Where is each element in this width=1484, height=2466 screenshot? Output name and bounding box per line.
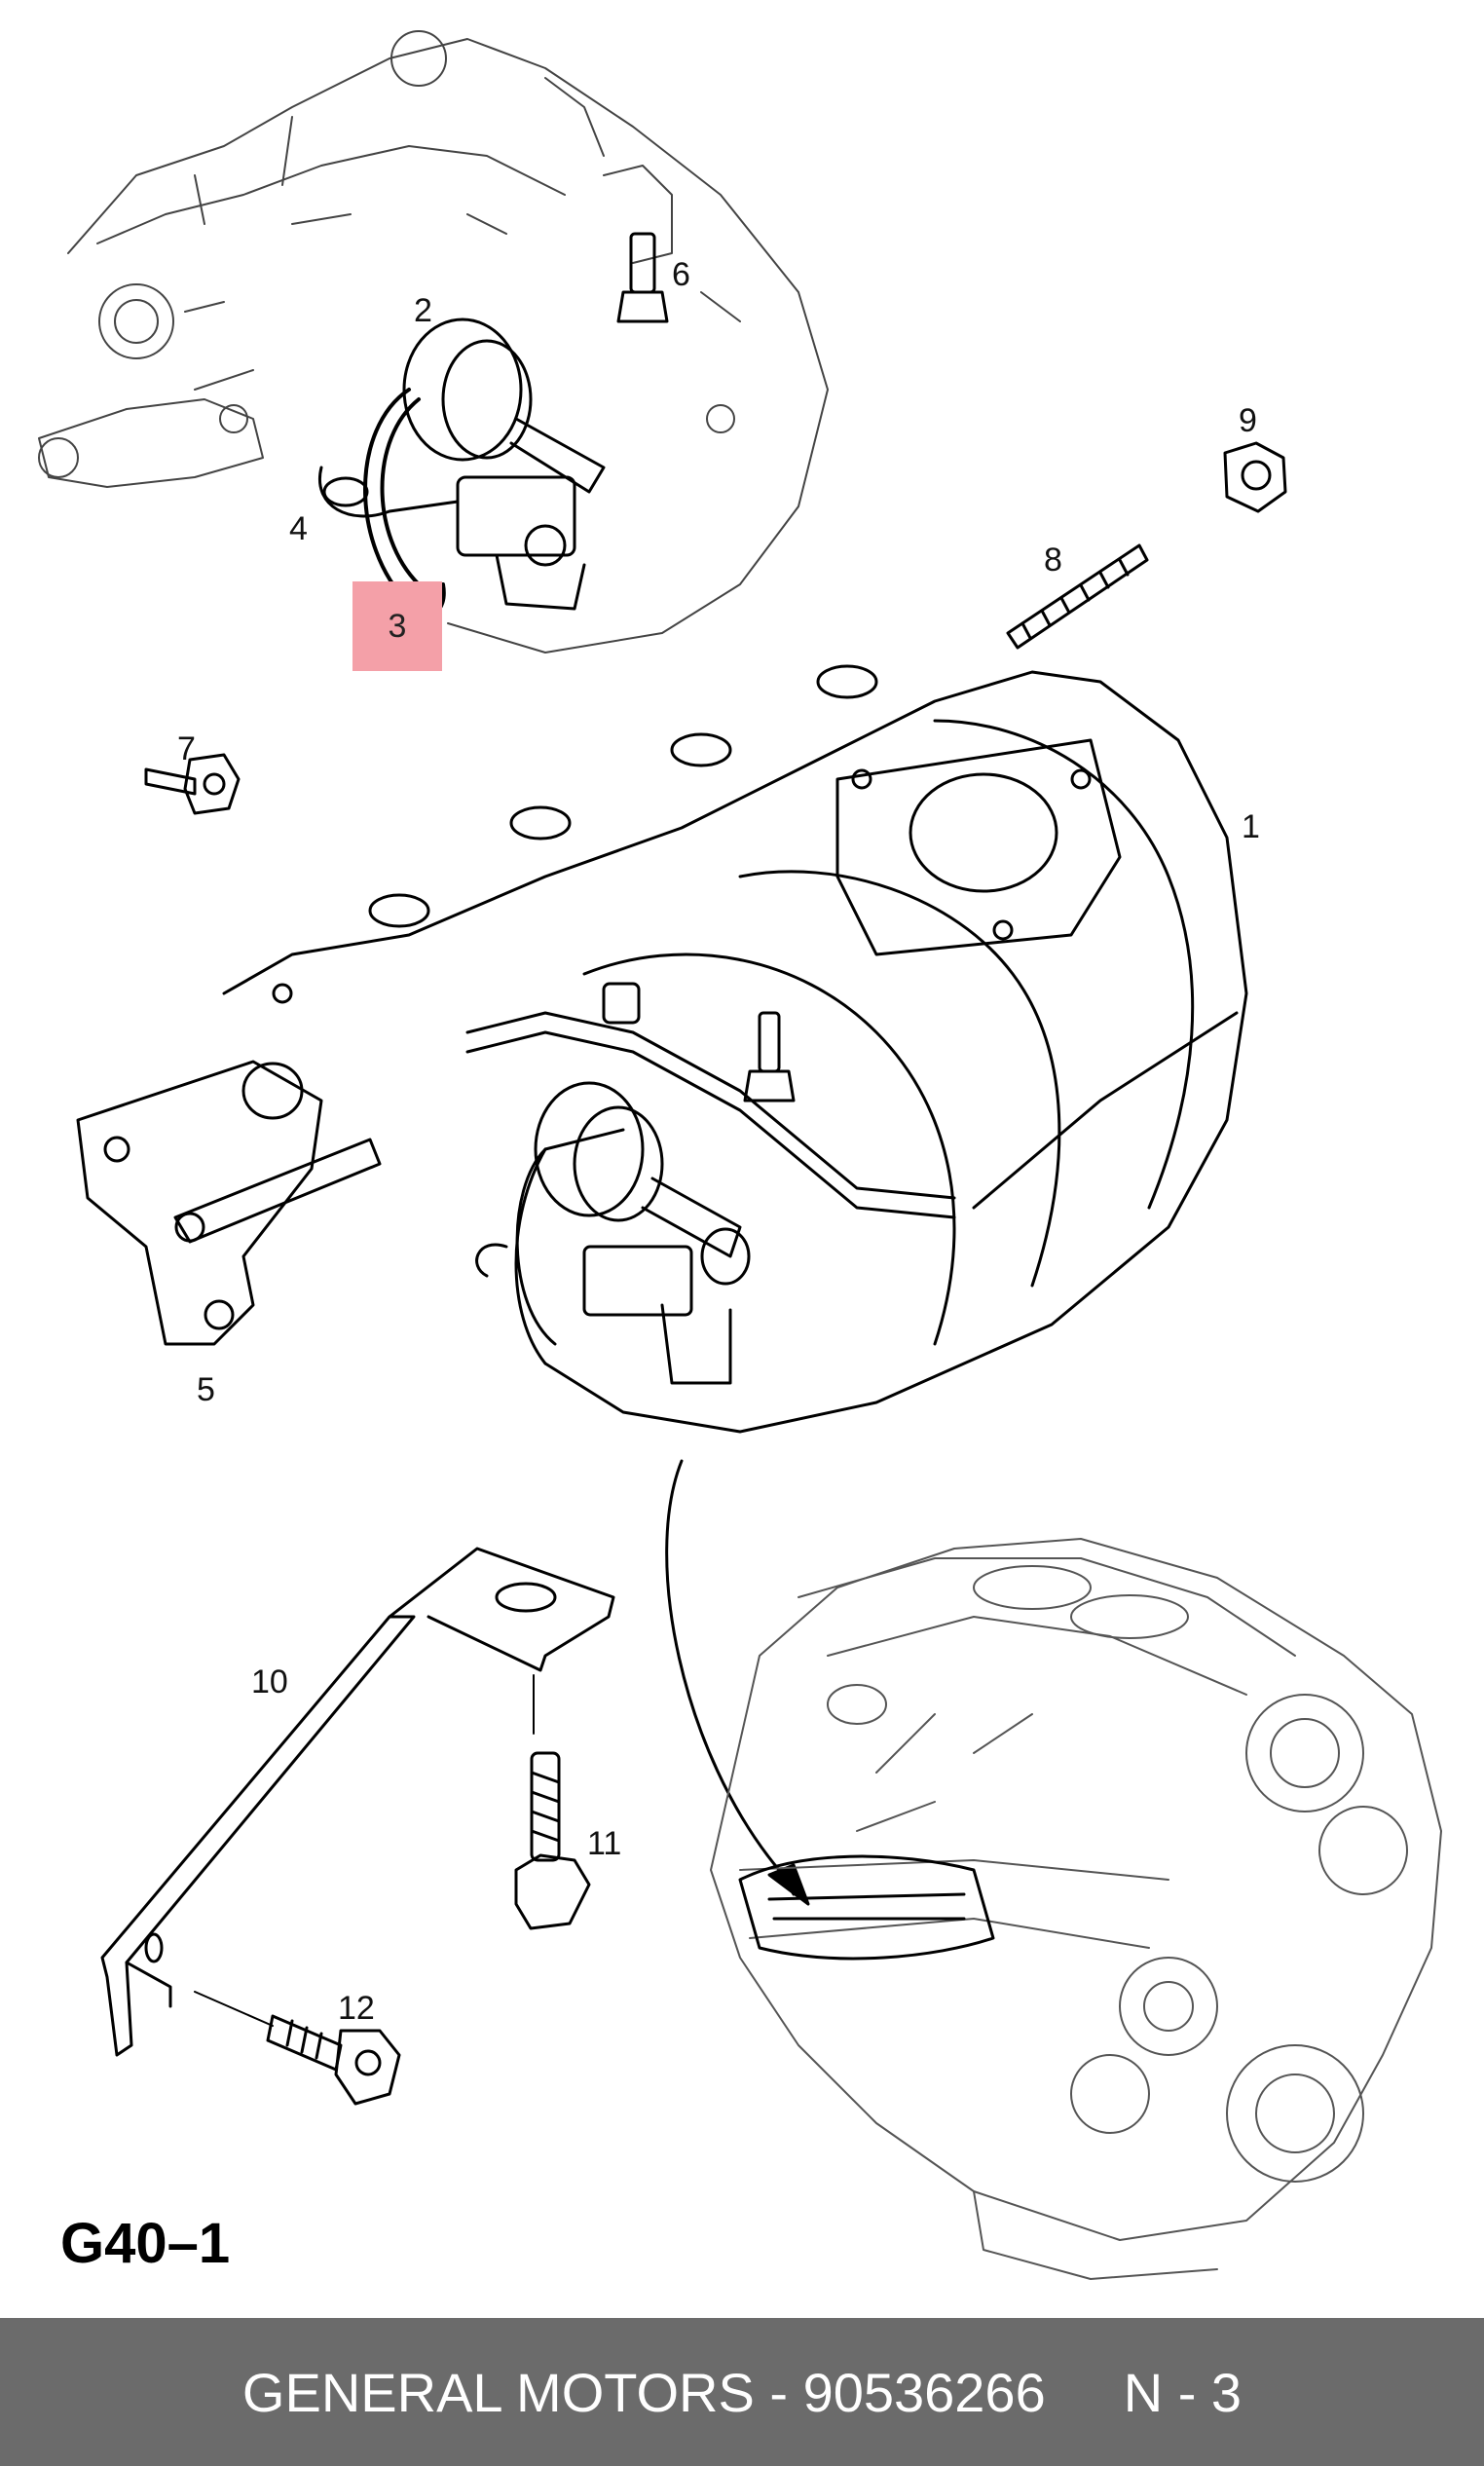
part-bolt-12 — [194, 1991, 401, 2106]
callout-6: 6 — [672, 256, 690, 293]
callout-5: 5 — [197, 1371, 215, 1408]
manifold-flange — [76, 1060, 382, 1346]
part-bolt-7 — [144, 753, 241, 815]
callout-9: 9 — [1239, 402, 1257, 439]
parts-diagram — [38, 30, 1442, 2280]
inset-hose — [363, 388, 446, 616]
leader-arrow — [767, 1863, 810, 1906]
callout-7: 7 — [177, 730, 196, 767]
inset-vacuum-actuator — [402, 318, 606, 611]
callout-2: 2 — [414, 292, 432, 329]
engine-overview — [710, 1538, 1442, 2280]
leader-line — [665, 1459, 796, 1896]
figure-code: G40–1 — [60, 2212, 231, 2275]
callout-3-highlight[interactable]: 3 — [352, 581, 442, 671]
footer-bar: GENERAL MOTORS - 90536266 N - 3 — [0, 2318, 1484, 2466]
callout-4: 4 — [289, 510, 308, 547]
footer-ref: N - 3 — [1123, 2361, 1243, 2423]
inset-bracket — [318, 466, 460, 518]
inset-fitting — [616, 232, 669, 323]
intake-manifold — [222, 664, 1248, 1434]
part-bracket — [100, 1547, 615, 2057]
inset-engine-head — [38, 30, 829, 654]
callout-11: 11 — [587, 1825, 622, 1862]
callout-1: 1 — [1242, 808, 1260, 845]
manifold-vacuum-actuator — [475, 1081, 751, 1385]
part-nut — [1223, 441, 1287, 513]
callout-12: 12 — [338, 1990, 375, 2027]
engine-highlighted-manifold — [738, 1854, 995, 1961]
callout-10: 10 — [251, 1663, 288, 1700]
callout-8: 8 — [1044, 542, 1062, 579]
part-bolt-11 — [514, 1674, 591, 1930]
footer-brand-part: GENERAL MOTORS - 90536266 — [241, 2361, 1046, 2423]
part-stud — [1006, 543, 1149, 650]
